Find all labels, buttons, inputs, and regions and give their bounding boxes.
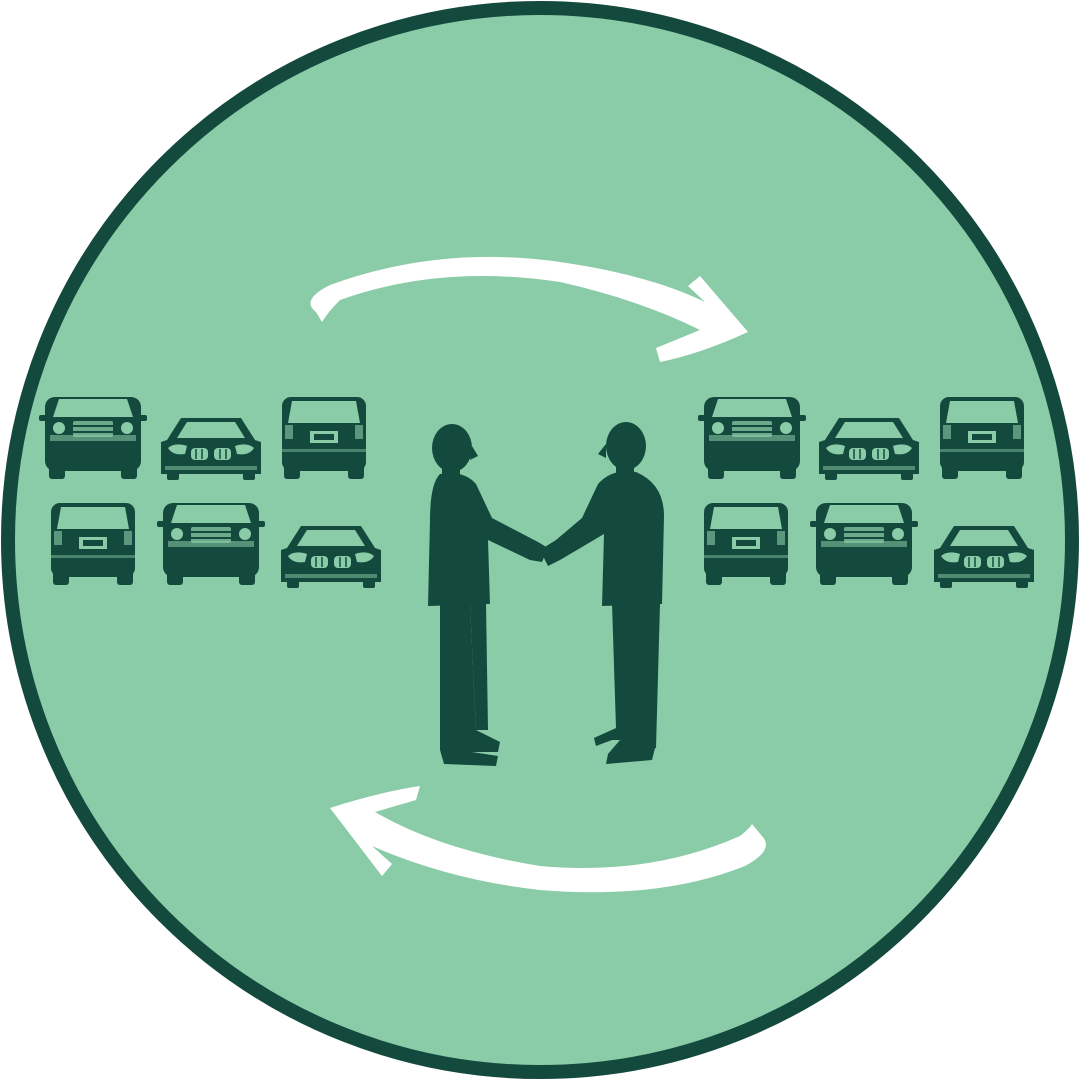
arrow-right-curved-icon (310, 256, 748, 362)
sedan-front-icon (160, 417, 262, 481)
arrow-left-curved-icon (330, 786, 766, 893)
suv-front-icon (809, 502, 919, 586)
handshake-icon (428, 422, 664, 766)
person-right (540, 422, 664, 764)
suv-front-icon (38, 396, 148, 480)
sedan-front-icon (818, 417, 920, 481)
suv-rear-icon (282, 397, 366, 479)
suv-rear-icon (51, 503, 135, 585)
sedan-front-icon (280, 525, 382, 589)
suv-rear-icon (704, 503, 788, 585)
suv-front-icon (697, 396, 807, 480)
suv-front-icon (156, 502, 266, 586)
person-left (428, 424, 548, 766)
sedan-front-icon (933, 525, 1035, 589)
suv-rear-icon (940, 397, 1024, 479)
